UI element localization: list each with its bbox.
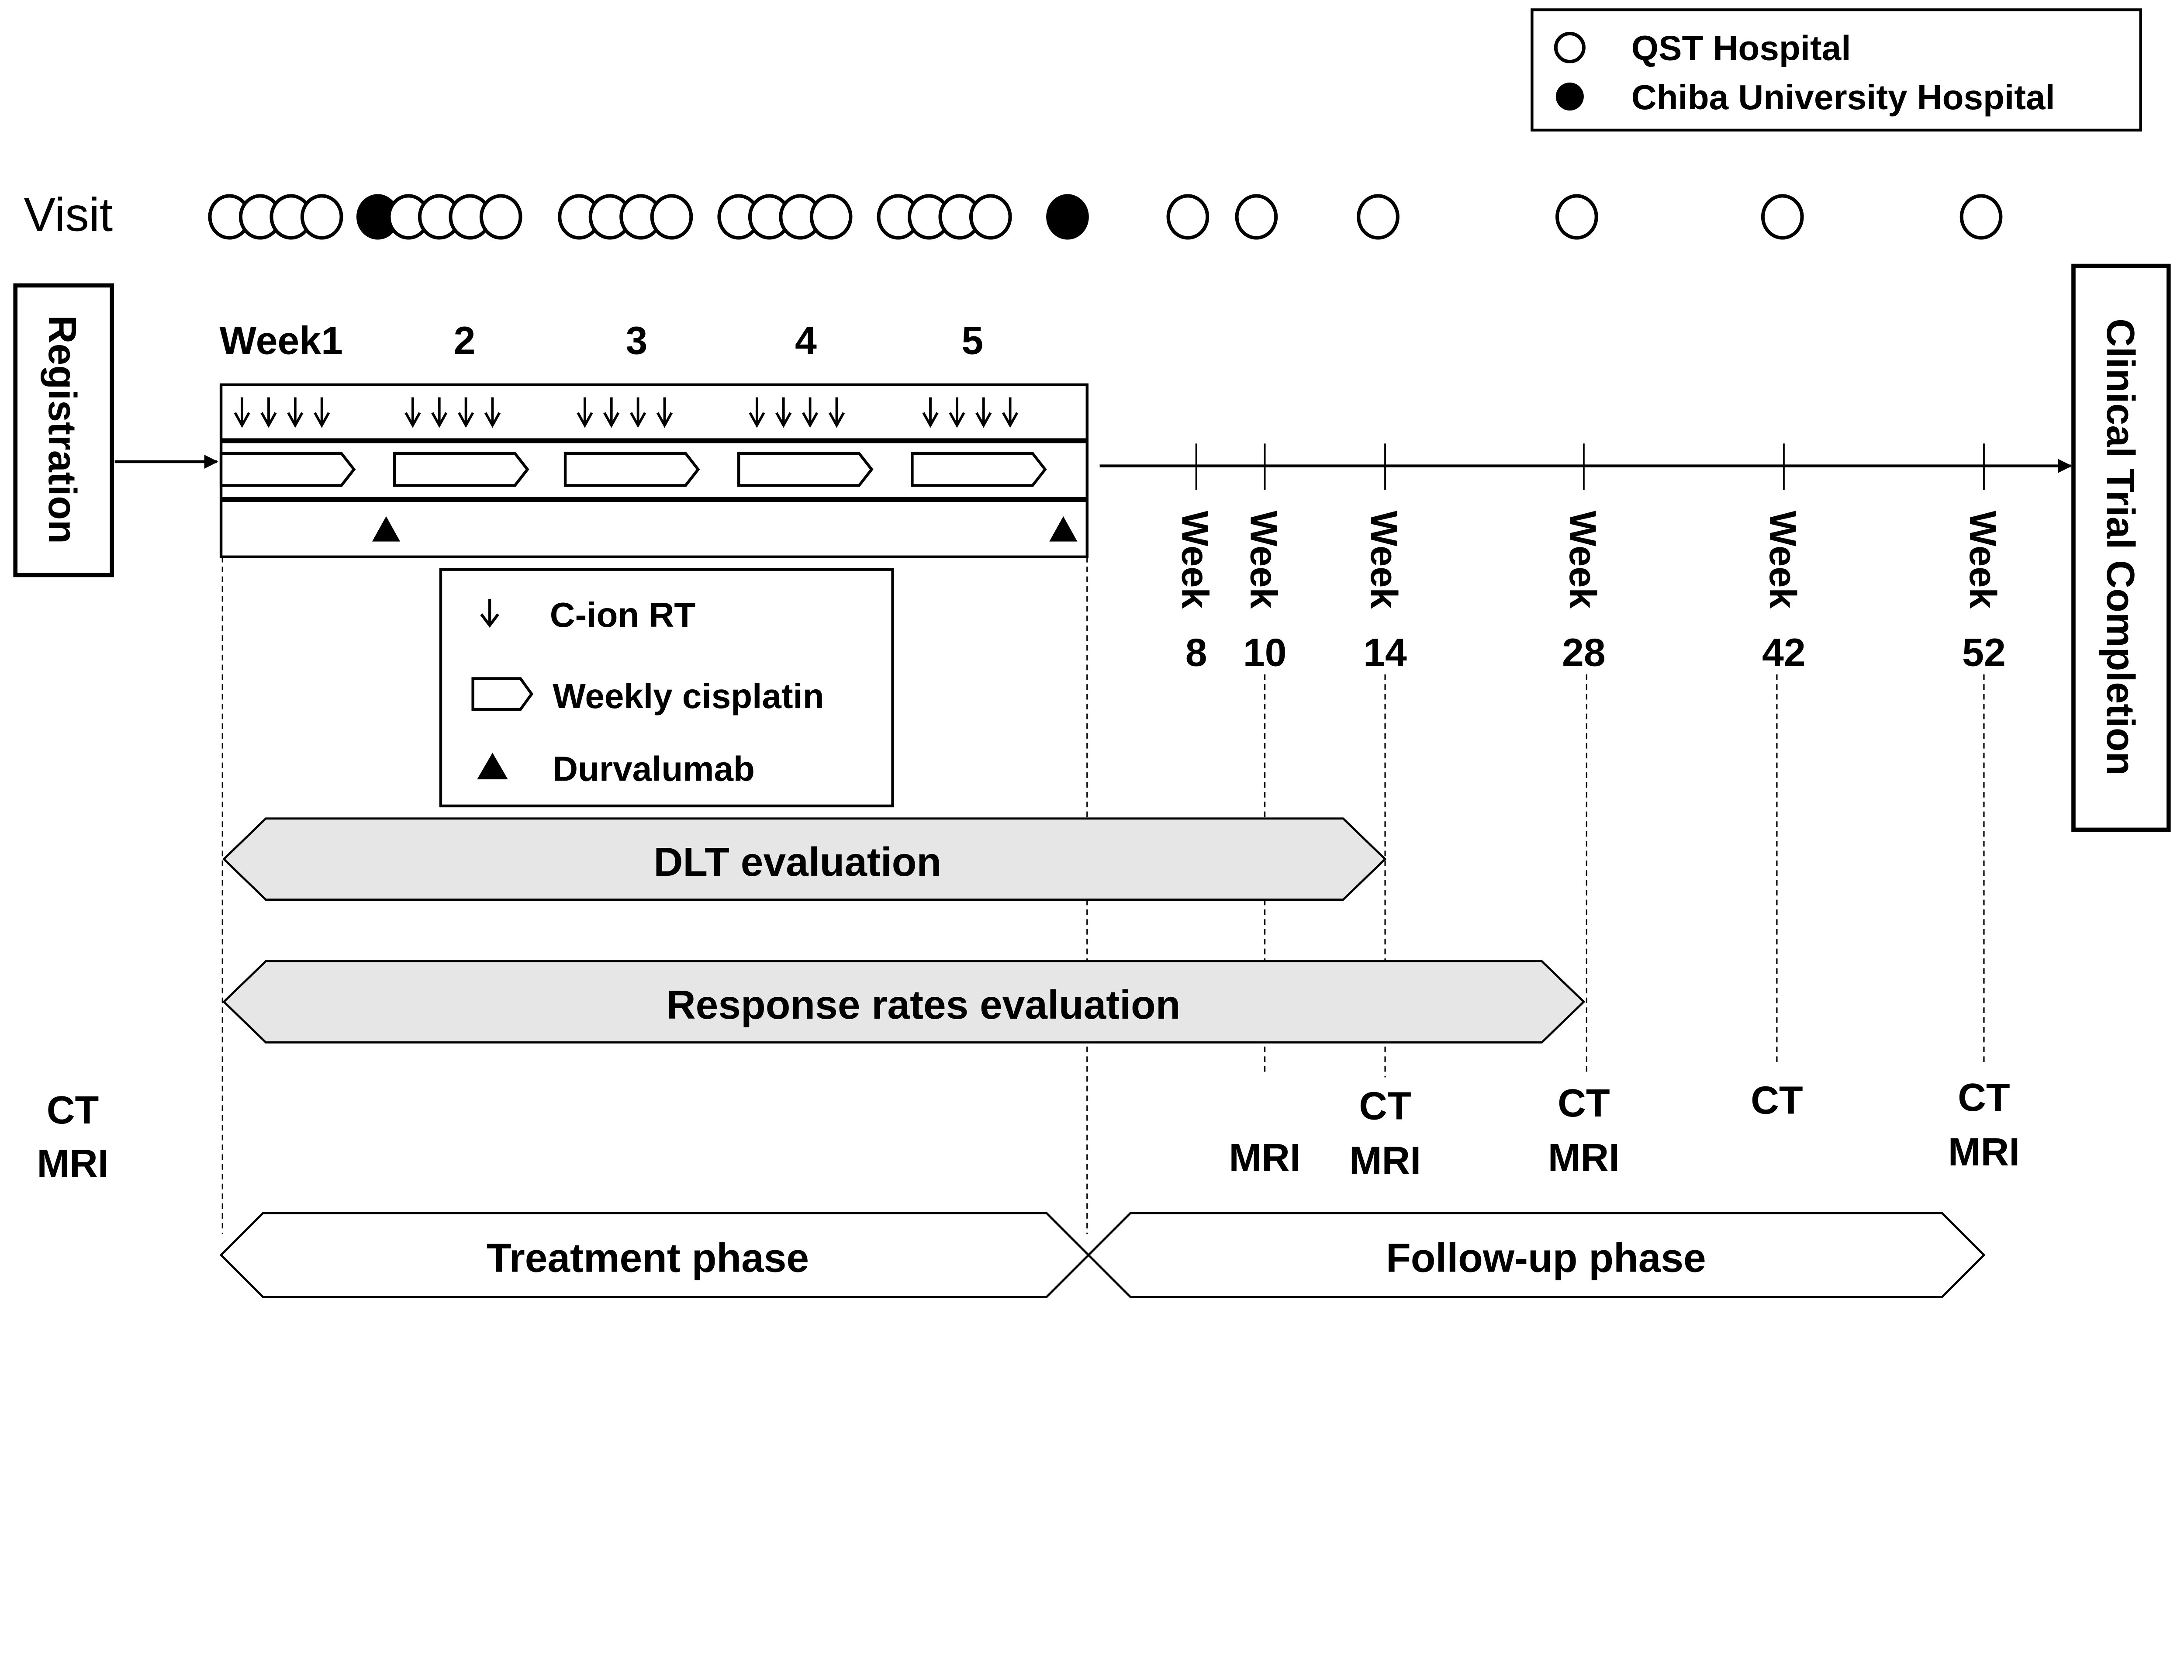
c-ion-rt-arrow-icon — [749, 397, 765, 428]
week-label-3: 3 — [625, 319, 647, 363]
imaging-mri: MRI — [1349, 1139, 1421, 1182]
follow-up-week-word: Week — [1363, 511, 1405, 609]
c-ion-rt-arrow-icon — [1002, 397, 1019, 428]
chiba-visit-marker — [1046, 194, 1089, 240]
legend-qst: QST Hospital — [1631, 29, 1851, 68]
qst-visit-marker — [1357, 194, 1400, 240]
week-label-2: 2 — [453, 319, 475, 363]
qst-visit-marker — [650, 194, 693, 240]
treatment-phase: Treatment phase — [219, 1212, 1090, 1298]
c-ion-rt-arrow-icon — [314, 397, 330, 428]
imaging-mri: MRI — [1548, 1136, 1620, 1180]
c-ion-rt-arrow-icon — [458, 397, 474, 428]
c-ion-rt-arrow-icon — [828, 397, 845, 428]
treatment-schedule-box — [219, 383, 1089, 559]
trial-schema-diagram: QST Hospital Chiba University Hospital V… — [13, 8, 2171, 1298]
legend-c-ion-rt: C-ion RT — [550, 595, 696, 634]
qst-visit-marker — [1166, 194, 1209, 240]
c-ion-rt-arrow-icon — [404, 397, 421, 428]
qst-visit-marker — [1235, 194, 1278, 240]
c-ion-rt-arrow-icon — [603, 397, 620, 428]
week-label-1: Week1 — [220, 319, 343, 363]
qst-visit-marker — [479, 194, 522, 240]
cisplatin-pentagon-icon — [737, 452, 874, 487]
registration-box: Registration — [13, 283, 114, 577]
imaging-ct: CT — [1751, 1079, 1803, 1123]
filled-triangle-icon — [477, 753, 508, 780]
follow-up-weeks: Week 8 Week 10 Week 14 Week 28 Week 42 Week 52 — [1174, 443, 2006, 675]
completion-label: Clinical Trial Completion — [2098, 318, 2142, 775]
qst-visit-marker — [300, 194, 343, 240]
pentagon-arrow-icon — [471, 677, 534, 711]
follow-up-week-number: 28 — [1562, 631, 1606, 675]
c-ion-rt-arrow-icon — [802, 397, 819, 428]
qst-visit-marker — [809, 194, 853, 240]
imaging-mri: MRI — [37, 1142, 108, 1186]
c-ion-rt-arrow-icon — [775, 397, 792, 428]
qst-visit-marker — [969, 194, 1012, 240]
durvalumab-triangle-icon — [1049, 516, 1078, 542]
durvalumab-triangle-icon — [372, 516, 401, 542]
follow-up-week-number: 42 — [1762, 631, 1806, 675]
open-circle-icon — [1554, 31, 1586, 63]
registration-label: Registration — [40, 315, 84, 544]
hospital-legend: QST Hospital Chiba University Hospital — [1531, 8, 2142, 132]
follow-up-phase: Follow-up phase — [1087, 1212, 1986, 1298]
cisplatin-pentagon-icon — [563, 452, 700, 487]
down-arrow-icon — [480, 598, 499, 628]
follow-up-week-word: Week — [1562, 511, 1603, 609]
follow-up-phase-label: Follow-up phase — [1386, 1235, 1706, 1281]
imaging-ct: CT — [47, 1089, 99, 1132]
imaging-ct: CT — [1958, 1076, 2010, 1120]
follow-up-week-word: Week — [1962, 511, 2004, 609]
follow-up-week-number: 14 — [1363, 631, 1407, 675]
completion-box: Clinical Trial Completion — [2071, 263, 2171, 832]
cisplatin-pentagon-icon — [393, 452, 529, 487]
c-ion-rt-arrow-icon — [287, 397, 304, 428]
dlt-evaluation-bar: DLT evaluation — [222, 817, 1387, 901]
c-ion-rt-arrow-icon — [975, 397, 992, 428]
visit-markers — [208, 194, 2003, 240]
cisplatin-pentagon-icon — [219, 452, 356, 487]
follow-up-week-word: Week — [1762, 511, 1804, 609]
week-label-5: 5 — [961, 319, 983, 363]
dlt-evaluation-label: DLT evaluation — [653, 839, 941, 885]
treatment-legend: C-ion RT Weekly cisplatin Durvalumab — [439, 568, 894, 808]
follow-up-week-word: Week — [1243, 511, 1285, 609]
treatment-phase-label: Treatment phase — [487, 1235, 809, 1281]
imaging-ct: CT — [1558, 1082, 1610, 1125]
c-ion-rt-arrow-icon — [234, 397, 250, 428]
c-ion-rt-arrow-icon — [656, 397, 673, 428]
c-ion-rt-arrow-icon — [484, 397, 501, 428]
c-ion-rt-arrow-icon — [949, 397, 965, 428]
week-label-4: 4 — [795, 319, 817, 363]
c-ion-rt-arrow-icon — [260, 397, 277, 428]
c-ion-rt-arrow-icon — [630, 397, 646, 428]
follow-up-week-word: Week — [1174, 511, 1216, 609]
cisplatin-pentagon-icon — [911, 452, 1047, 487]
legend-chiba: Chiba University Hospital — [1631, 78, 2055, 117]
qst-visit-marker — [1959, 194, 2003, 240]
imaging-schedule: CT MRI MRI CT MRI CT MRI CT CT MRI — [37, 1076, 2020, 1186]
filled-circle-icon — [1555, 82, 1584, 111]
follow-up-week-number: 52 — [1962, 631, 2006, 675]
cisplatin-row — [219, 452, 1047, 487]
response-evaluation-label: Response rates evaluation — [667, 982, 1181, 1027]
imaging-ct: CT — [1359, 1084, 1411, 1128]
legend-durvalumab: Durvalumab — [553, 749, 755, 788]
c-ion-rt-row — [234, 397, 1019, 428]
response-evaluation-bar: Response rates evaluation — [222, 960, 1586, 1044]
qst-visit-marker — [1555, 194, 1598, 240]
visit-label: Visit — [24, 188, 113, 242]
qst-visit-marker — [1761, 194, 1804, 240]
c-ion-rt-arrow-icon — [431, 397, 448, 428]
c-ion-rt-arrow-icon — [577, 397, 593, 428]
c-ion-rt-arrow-icon — [922, 397, 939, 428]
follow-up-week-number: 8 — [1185, 631, 1207, 675]
legend-weekly-cisplatin: Weekly cisplatin — [553, 677, 824, 716]
imaging-mri: MRI — [1229, 1136, 1300, 1180]
follow-up-week-number: 10 — [1243, 631, 1287, 675]
imaging-mri-week52: MRI — [1948, 1130, 2020, 1174]
